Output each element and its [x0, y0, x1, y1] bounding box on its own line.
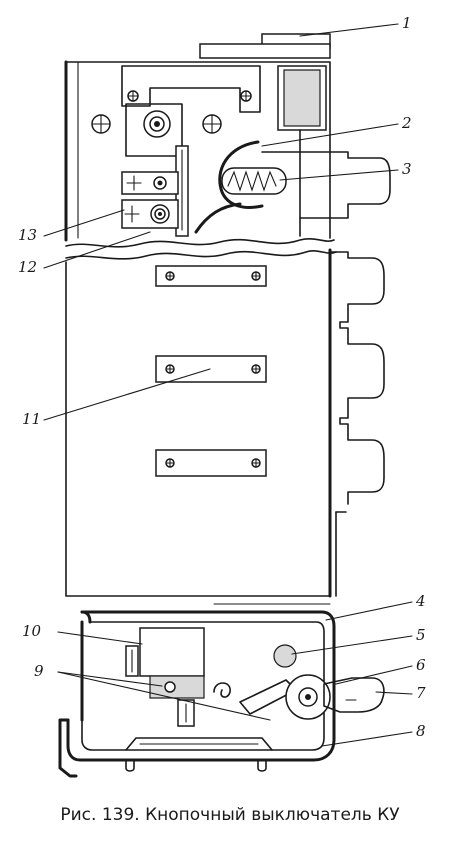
casing-left-lip — [58, 718, 78, 778]
spring-coil — [227, 170, 277, 192]
bridge-spring — [213, 682, 231, 698]
label-3: 3 — [402, 160, 412, 178]
spring-housing — [221, 167, 287, 195]
break-line-bottom — [65, 250, 337, 260]
label-4: 4 — [415, 592, 426, 610]
housing-upper-outline — [65, 61, 331, 239]
terminal-block-13 — [121, 171, 179, 195]
label-5: 5 — [416, 626, 426, 644]
break-line-top — [65, 238, 335, 248]
switch-body-front-view — [64, 33, 391, 605]
connector-plate-bottom — [155, 449, 267, 477]
label-2: 2 — [401, 114, 412, 132]
number-labels: 1 2 3 4 5 6 7 8 9 10 11 12 13 — [18, 14, 426, 740]
label-13: 13 — [18, 226, 37, 244]
magnet-block — [139, 627, 205, 677]
top-plate — [199, 43, 331, 59]
leader-lines — [43, 23, 413, 747]
spring-lever — [218, 140, 264, 209]
section-casing-outer — [66, 610, 336, 762]
base-rail — [125, 737, 273, 751]
label-11: 11 — [22, 410, 41, 428]
contact-holder — [125, 103, 183, 157]
label-12: 12 — [18, 258, 37, 276]
switch-section-view — [58, 610, 385, 778]
right-terminal-tab — [261, 151, 391, 219]
figure-caption: Рис. 139. Кнопочный выключатель КУ — [60, 805, 400, 825]
label-9: 9 — [34, 662, 44, 680]
right-side-segments — [329, 251, 385, 505]
label-6: 6 — [416, 656, 426, 674]
housing-lower-outline — [65, 261, 331, 597]
actuator-cam — [323, 677, 385, 713]
connector-plate-top — [155, 265, 267, 287]
label-10: 10 — [22, 622, 42, 640]
label-8: 8 — [416, 722, 426, 740]
roller — [273, 644, 297, 668]
connector-plate-middle — [155, 355, 267, 383]
label-1: 1 — [402, 14, 412, 32]
contact-bridge — [149, 675, 205, 699]
bracket-plate — [121, 65, 261, 113]
section-casing-inner — [81, 621, 325, 751]
flex-lead — [194, 202, 242, 234]
label-7: 7 — [416, 684, 426, 702]
